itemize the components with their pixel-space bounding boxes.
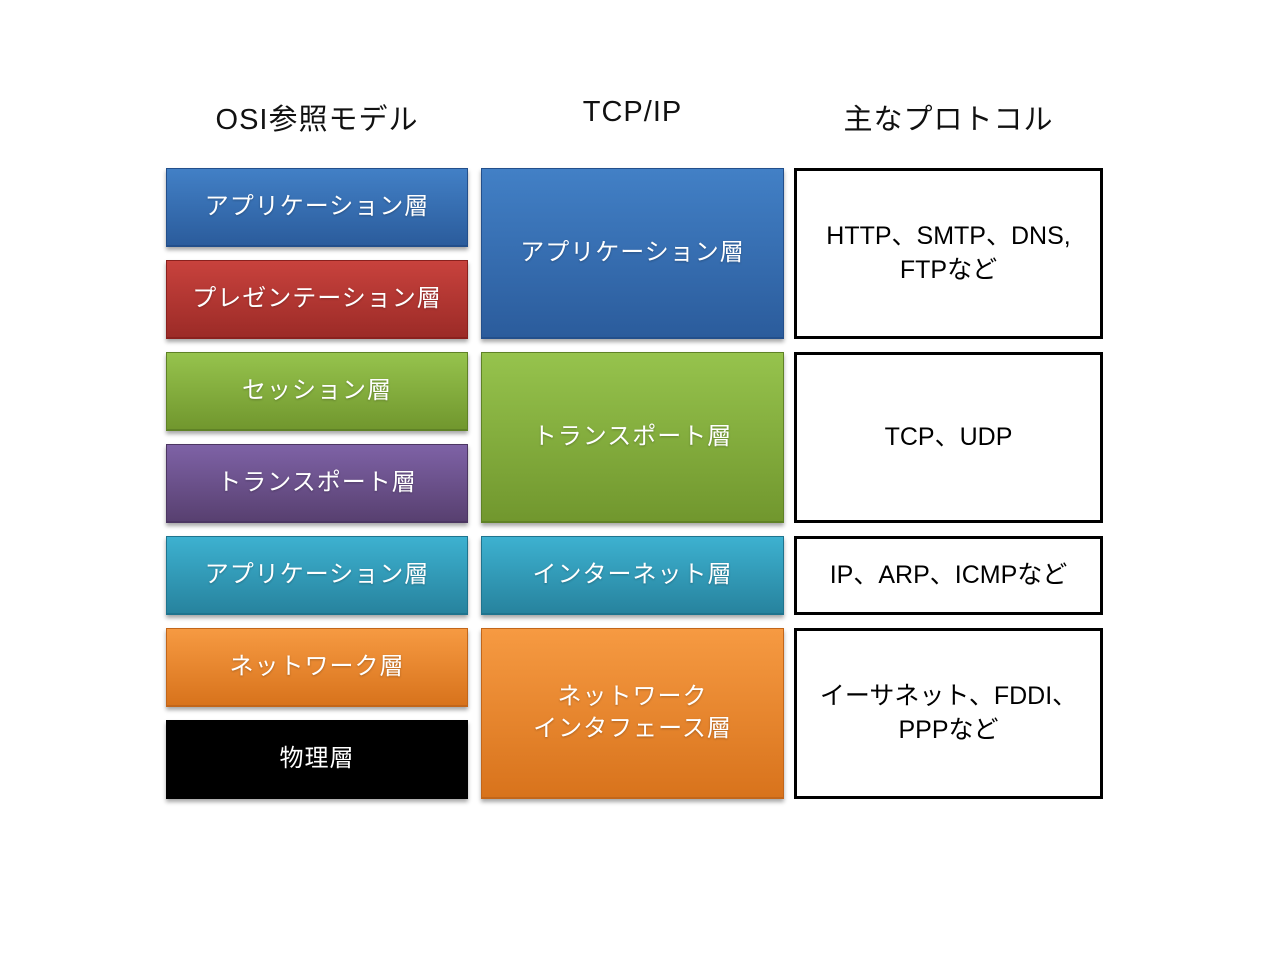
osi-layer-session: セッション層	[166, 352, 468, 431]
tcpip-layer-application: アプリケーション層	[481, 168, 784, 339]
osi-column-header: OSI参照モデル	[215, 104, 419, 136]
tcpip-layer-transport: トランスポート層	[481, 352, 784, 523]
tcpip-layer-network-interface: ネットワーク インタフェース層	[481, 628, 784, 799]
column-headers: OSI参照モデル TCP/IP 主なプロトコル	[166, 96, 1103, 138]
protocols-box-transport: TCP、UDP	[794, 352, 1103, 523]
protocols-box-application: HTTP、SMTP、DNS, FTPなど	[794, 168, 1103, 339]
tcpip-layer-internet: インターネット層	[481, 536, 784, 615]
protocols-column-header: 主なプロトコル	[843, 104, 1054, 136]
osi-layer-network: ネットワーク層	[166, 628, 468, 707]
layer-diagram: アプリケーション層 プレゼンテーション層 セッション層 トランスポート層 アプリ…	[166, 168, 1103, 799]
osi-layer-physical: 物理層	[166, 720, 468, 799]
osi-layer-application: アプリケーション層	[166, 168, 468, 247]
protocols-box-internet: IP、ARP、ICMPなど	[794, 536, 1103, 615]
osi-layer-5: アプリケーション層	[166, 536, 468, 615]
osi-layer-presentation: プレゼンテーション層	[166, 260, 468, 339]
osi-layer-transport: トランスポート層	[166, 444, 468, 523]
protocols-box-network-interface: イーサネット、FDDI、 PPPなど	[794, 628, 1103, 799]
tcpip-column-header: TCP/IP	[582, 96, 683, 128]
